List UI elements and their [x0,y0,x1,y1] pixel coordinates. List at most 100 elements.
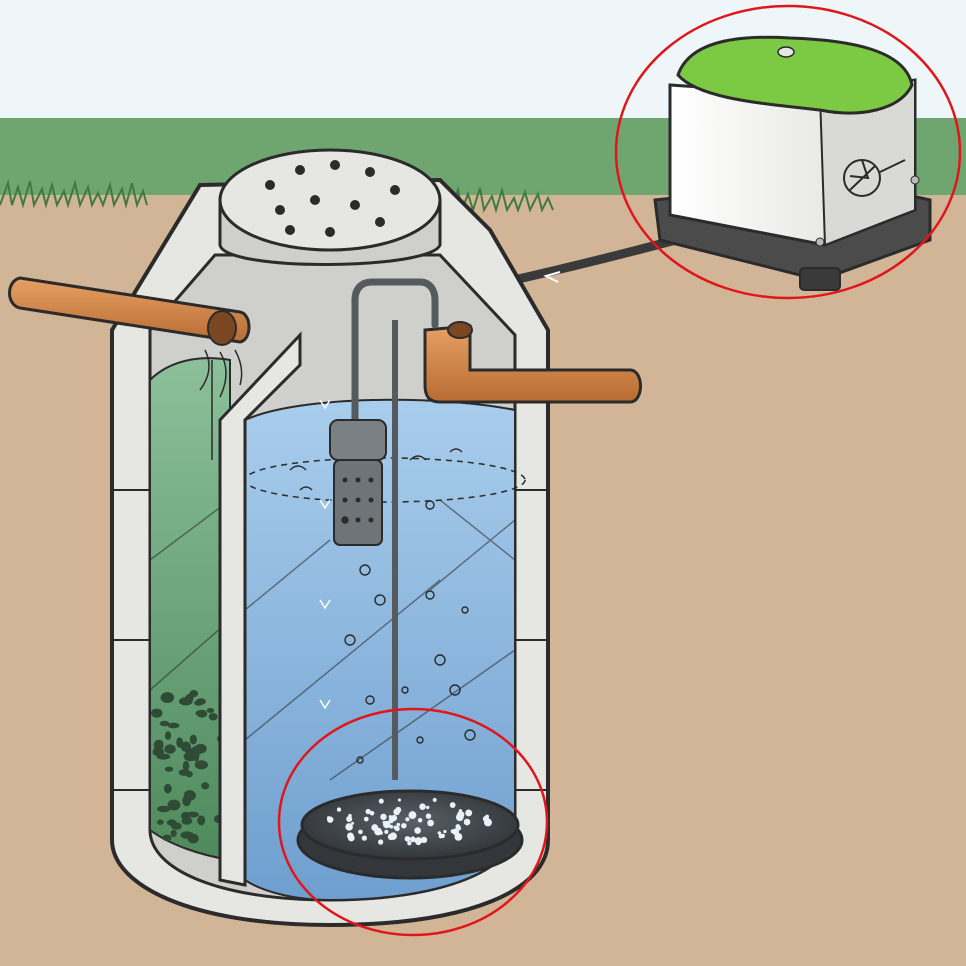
fine-bubble [349,826,353,830]
primary-chamber-liquid [149,357,231,862]
sludge-pebble [178,769,191,776]
fine-bubble [377,839,384,845]
fine-bubble [485,814,490,819]
sludge-pebble [206,707,214,713]
air-bubble [344,634,356,646]
sludge-pebble [194,700,204,706]
blower-screw [815,237,825,247]
air-bubble [425,500,435,510]
pump-intake-holes [342,477,374,523]
sludge-pebble [170,822,182,830]
fine-bubble [419,803,426,810]
fine-bubble [405,817,410,822]
fine-bubble [417,818,423,823]
fine-bubble [394,826,400,832]
pump-riser-pipe [351,278,439,424]
fine-bubble [437,831,442,835]
sludge-pebble [183,790,196,801]
sludge-pebble [150,708,163,718]
air-bubble [416,736,424,744]
sludge-pebble [162,834,172,842]
water-ripples [289,448,463,491]
inflow-splash [199,349,243,460]
lid-vent-hole [325,227,335,237]
fine-bubble [369,810,375,816]
fine-bubble [361,835,368,841]
submersible-pump [329,419,387,461]
fine-bubble [409,836,416,843]
sludge-pebble [153,739,164,751]
sludge-pebble [181,816,193,825]
fine-bubble [457,810,465,819]
fine-bubble [465,809,473,817]
sludge-pebble [159,720,170,727]
fine-bubble [389,824,394,829]
fine-bubble [351,821,355,825]
air-downflow-arrows [319,399,331,710]
sludge-pebble [164,744,176,754]
blower-fan-icon [843,159,906,197]
fine-bubble [414,827,421,834]
fine-bubble [463,818,471,826]
air-bubble [356,756,364,764]
fine-bubble [390,814,398,822]
fine-bubble [443,829,447,834]
sludge-pebble [170,829,177,838]
fine-bubble [456,825,462,831]
air-bubble [401,686,409,694]
inlet-pipe [8,276,251,344]
wall-segments [112,489,548,791]
sludge-pebble [163,783,172,794]
lid-vent-hole [365,167,375,177]
air-line-flow-arrow [543,271,561,283]
fine-bubble [384,829,389,835]
outlet-pipe [423,324,642,404]
lid-vent-hole [310,195,320,205]
air-bubble [434,654,446,666]
lid-vent-hole [265,180,275,190]
highlight-circle-diffuser [277,707,549,937]
sludge-pebble [194,760,208,770]
fine-bubble [393,808,400,816]
blower-lid-screw [777,46,795,58]
fine-bubble [380,813,387,821]
fine-bubble [407,841,412,846]
sludge-pebble [194,743,207,754]
fine-bubble [449,802,456,808]
fine-bubble [414,837,423,845]
lid-vent-hole [330,160,340,170]
lid-vent-hole [375,217,385,227]
sludge-pebble [208,713,218,721]
diffuser-disc [300,789,520,861]
fine-bubble [483,818,492,827]
fine-bubble [397,798,402,802]
fine-bubble [336,807,342,812]
grass-tufts [0,179,554,214]
fine-bubble [327,816,334,823]
sludge-pebble [189,734,197,745]
air-bubble [461,606,469,614]
sludge-pebble [201,782,210,790]
vented-lid [218,148,442,252]
sludge-pebble [157,805,171,813]
fine-bubble [404,836,411,842]
fine-bubble [396,822,401,827]
air-bubble [365,695,375,705]
fine-bubble [432,797,437,802]
sludge-pebble [164,766,174,772]
fine-bubble [420,836,428,844]
lid-vent-hole [275,205,285,215]
sludge-pebble [180,741,191,752]
sludge-pebble [163,693,171,699]
sludge-pebble [195,710,207,717]
air-bubble [374,594,386,606]
fine-bubble [382,820,386,824]
fine-bubble [346,816,353,823]
air-bubble [425,590,435,600]
fine-bubble [452,828,460,836]
fine-bubble [440,833,445,839]
lid-vent-hole [295,165,305,175]
inlet-pipe-opening [207,310,237,346]
fine-bubble [389,832,397,840]
